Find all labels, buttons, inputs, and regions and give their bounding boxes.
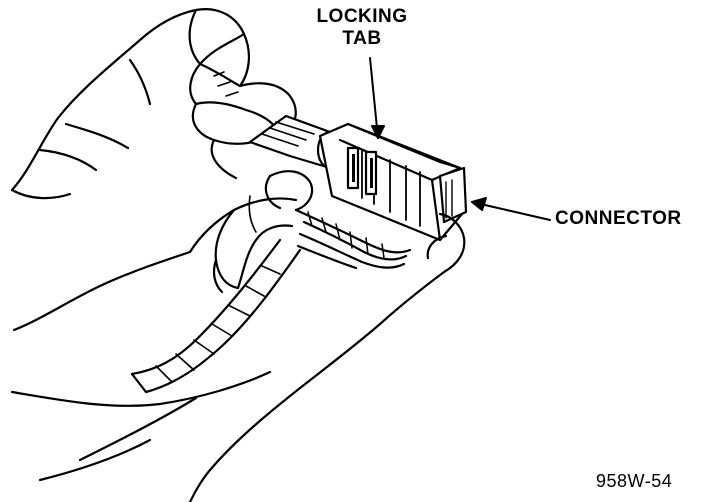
- connector-label: CONNECTOR: [555, 208, 682, 229]
- locking-tab-arrowhead: [371, 125, 385, 139]
- locking-tab-label-line1: LOCKING: [316, 6, 408, 27]
- locking-tab-leader: [369, 57, 379, 139]
- leader-lines: [369, 57, 551, 221]
- connector-leader: [471, 201, 551, 221]
- lower-hand: [10, 170, 466, 502]
- connector-body: [318, 122, 468, 242]
- connector-arrowhead: [471, 197, 487, 211]
- locking-tab-label-line2: TAB: [342, 28, 382, 49]
- lead-wire: [130, 238, 302, 394]
- wire-bundle: [294, 208, 412, 270]
- upper-hand: [10, 8, 297, 200]
- figure-id: 958W-54: [596, 471, 673, 491]
